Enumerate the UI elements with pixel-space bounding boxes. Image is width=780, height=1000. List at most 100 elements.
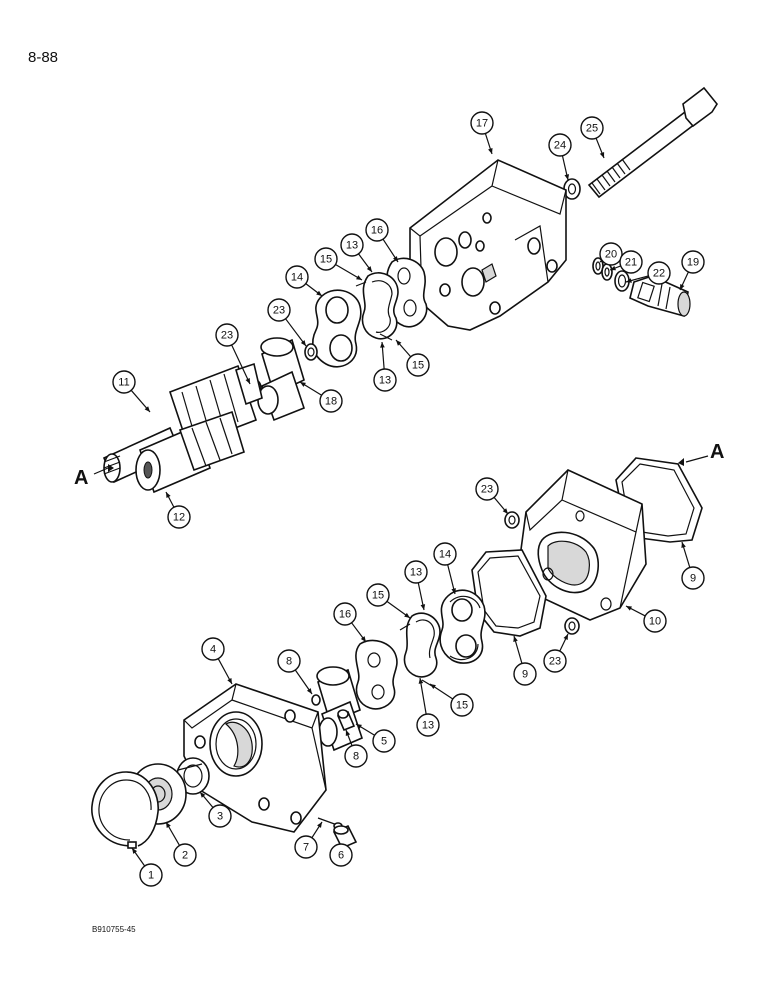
pump-housing-10: [517, 469, 647, 621]
leader-arrowhead: [345, 730, 351, 736]
callout-c25: 25: [580, 116, 605, 159]
callout-number: 20: [605, 249, 617, 261]
callout-circle: [404, 560, 428, 584]
o-ring-21: [601, 263, 613, 281]
bearing-18-bottom: [257, 370, 305, 422]
callout-c8b: 8: [344, 729, 368, 768]
callout-c9b: 9: [513, 635, 537, 686]
callout-number: 15: [412, 360, 424, 372]
callout-number: 5: [381, 736, 387, 748]
ref-letter-left: A: [74, 467, 88, 489]
callout-number: 9: [690, 573, 696, 585]
callout-c16a: 16: [365, 218, 399, 263]
callout-circle: [201, 637, 225, 661]
callout-circle: [681, 566, 705, 590]
callout-circle: [619, 250, 643, 274]
callout-number: 18: [325, 396, 337, 408]
callout-c17: 17: [470, 111, 494, 155]
driven-gear-12: [135, 410, 245, 494]
callout-number: 16: [339, 609, 351, 621]
callout-c15d: 15: [429, 683, 474, 717]
snap-ring-1: [91, 771, 159, 849]
callout-circle: [373, 368, 397, 392]
seal-15-lower-right: [399, 623, 433, 687]
callout-number: 4: [210, 644, 216, 656]
dowel-8-bottom: [336, 709, 356, 732]
leader-arrowhead: [430, 684, 436, 689]
callout-circle: [208, 804, 232, 828]
leader-arrowhead: [360, 636, 366, 642]
callout-number: 17: [476, 118, 488, 130]
callout-circle: [372, 729, 396, 753]
callout-circle: [314, 247, 338, 271]
callout-circle: [173, 843, 197, 867]
callout-c23b: 23: [215, 323, 251, 385]
callout-c14a: 14: [285, 265, 323, 297]
leader-arrowhead: [245, 378, 250, 384]
callout-c22: 22: [625, 261, 671, 285]
leader-arrowhead: [451, 588, 456, 594]
leader-line: [231, 344, 251, 385]
callout-number: 6: [338, 850, 344, 862]
callout-c12: 12: [165, 491, 191, 529]
callout-c18: 18: [299, 381, 343, 413]
leader-arrowhead: [300, 382, 306, 387]
leader-arrowhead: [200, 792, 206, 798]
callout-circle: [475, 477, 499, 501]
leader-arrowhead: [626, 278, 632, 283]
callout-c23c: 23: [475, 477, 509, 515]
leader-arrowhead: [317, 822, 322, 828]
ref-arrow-left: A: [74, 464, 114, 489]
callout-number: 13: [379, 375, 391, 387]
front-cover-4: [183, 683, 327, 833]
leader-arrowhead: [300, 340, 306, 346]
callout-number: 15: [372, 590, 384, 602]
ref-letter-right: A: [710, 441, 724, 463]
callout-c21: 21: [609, 250, 643, 274]
callout-number: 14: [291, 272, 303, 284]
callout-circle: [548, 133, 572, 157]
ref-arrow-right: A: [678, 441, 724, 466]
dowel-8-top: [311, 694, 321, 706]
callout-circle: [513, 662, 537, 686]
leader-arrowhead: [166, 822, 171, 828]
pump-housing-17: [409, 159, 567, 331]
callout-circle: [599, 242, 623, 266]
callout-number: 23: [549, 656, 561, 668]
callout-number: 22: [653, 268, 665, 280]
callout-c4: 4: [201, 637, 233, 685]
callout-circle: [450, 693, 474, 717]
callout-circle: [365, 218, 389, 242]
callout-number: 13: [346, 240, 358, 252]
plug-6: [332, 824, 358, 850]
callout-number: 12: [173, 512, 185, 524]
callout-number: 10: [649, 616, 661, 628]
callout-c23a: 23: [267, 298, 307, 347]
callout-c23d: 23: [543, 633, 569, 673]
leader-arrowhead: [418, 678, 424, 684]
relief-valve-19: [629, 275, 691, 318]
callout-number: 13: [422, 720, 434, 732]
callout-c6: 6: [329, 843, 353, 867]
callout-c15c: 15: [366, 583, 411, 619]
leader-arrowhead: [306, 688, 312, 694]
leader-arrowhead: [502, 508, 508, 514]
leader-arrowhead: [513, 636, 518, 642]
leader-arrowhead: [610, 265, 616, 271]
callout-number: 24: [554, 140, 566, 152]
callout-number: 16: [371, 225, 383, 237]
callout-number: 7: [303, 842, 309, 854]
callout-number: 21: [625, 257, 637, 269]
leader-arrowhead: [227, 678, 232, 684]
figure-code: B910755-45: [92, 925, 136, 934]
callout-number: 8: [286, 656, 292, 668]
seal-15-upper: [355, 281, 393, 341]
callout-number: 3: [217, 811, 223, 823]
callout-circle: [406, 353, 430, 377]
callout-circle: [139, 863, 163, 887]
callout-circle: [215, 323, 239, 347]
callout-number: 23: [481, 484, 493, 496]
callout-circle: [416, 713, 440, 737]
callout-number: 15: [456, 700, 468, 712]
